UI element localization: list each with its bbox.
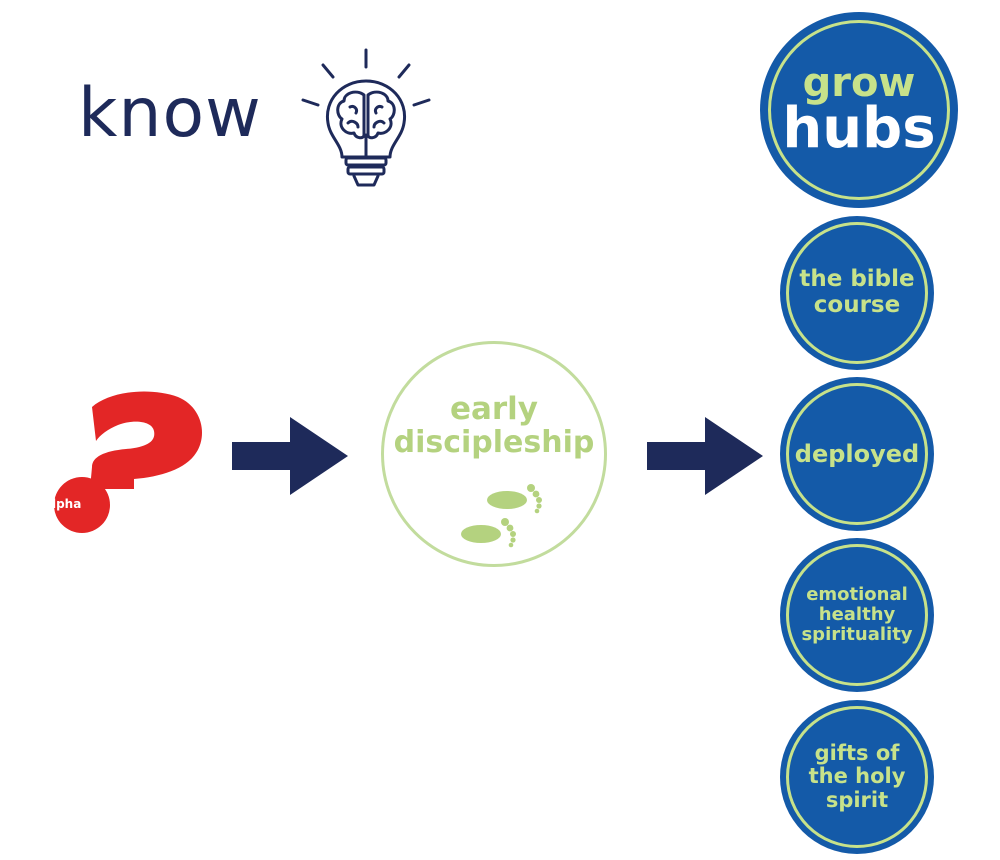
grow-word: grow (802, 60, 916, 107)
early-discipleship-label: early discipleship (381, 392, 607, 459)
hub-gifts-holy-spirit: gifts of the holy spirit (780, 700, 934, 854)
hub-ring (786, 706, 928, 848)
hub-ring (786, 544, 928, 686)
right-arrow-icon (232, 417, 348, 495)
hub-label: gifts of the holy spirit (808, 740, 906, 812)
right-arrow-icon (647, 417, 763, 495)
hub-label: deployed (794, 439, 920, 468)
alpha-question-mark-logo (54, 391, 202, 533)
lightbulb-brain-icon (301, 48, 431, 187)
discipleship-line: discipleship (393, 425, 595, 461)
hub-ring (768, 20, 950, 200)
hubs-word: hubs (782, 96, 936, 162)
hub-deployed: deployed (780, 377, 934, 531)
hub-label: emotional healthy spirituality (801, 583, 913, 646)
hub-label: the bible course (799, 266, 915, 318)
hub-ring (786, 222, 928, 364)
early-line: early (449, 391, 539, 427)
grow-hubs-circle: grow hubs (760, 12, 958, 208)
grow-hubs-label: grow hubs (782, 60, 936, 162)
alpha-label: Alpha (42, 497, 82, 511)
hub-emotional-healthy-spirituality: emotional healthy spirituality (780, 538, 934, 692)
know-heading: know (78, 74, 262, 153)
footprints-icon (461, 484, 542, 548)
hub-bible-course: the bible course (780, 216, 934, 370)
hub-ring (786, 383, 928, 525)
